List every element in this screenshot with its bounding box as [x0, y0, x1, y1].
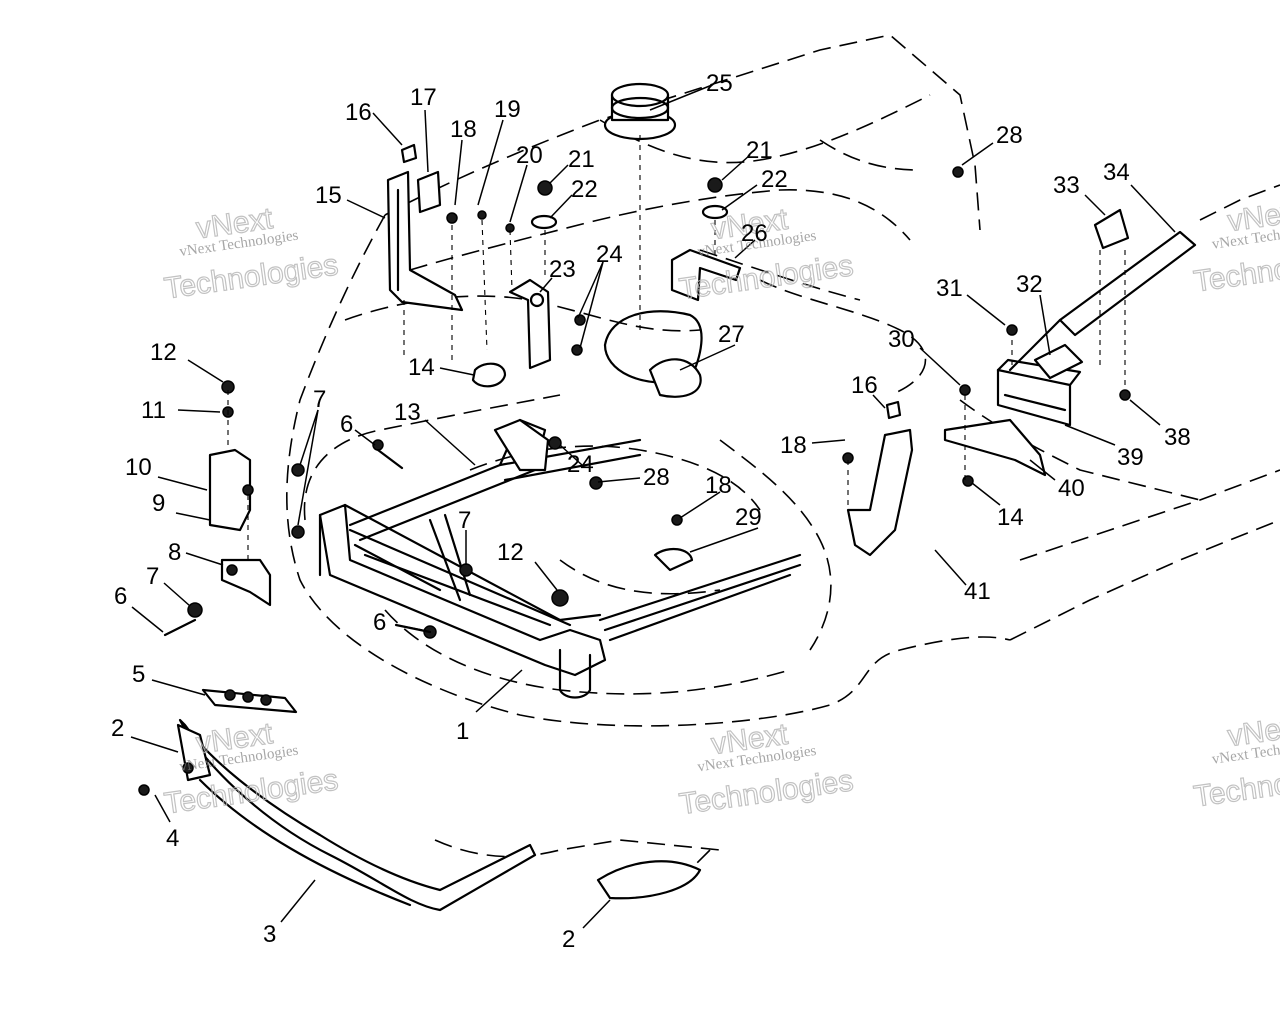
callout-29: 29 [735, 504, 762, 531]
callout-27: 27 [718, 321, 745, 348]
callout-12-mid: 12 [497, 539, 524, 566]
callout-21-right: 21 [746, 137, 773, 164]
bracket-part-29 [653, 547, 694, 572]
watermark-tech-tr: Technologies [1192, 241, 1280, 298]
callout-32: 32 [1016, 271, 1043, 298]
hinge-part-5 [201, 688, 298, 714]
callout-34: 34 [1103, 159, 1130, 186]
callout-12: 12 [150, 339, 177, 366]
callout-18-mid: 18 [705, 472, 732, 499]
callout-25: 25 [706, 70, 733, 97]
plate-part-40 [943, 418, 1047, 477]
upper-frame-part-13 [348, 418, 642, 627]
watermark-top-center: vNext vNext Technologies Technologies [677, 202, 856, 307]
callout-15: 15 [315, 182, 342, 209]
fuel-tank-neck [603, 310, 703, 398]
callout-22: 22 [571, 176, 598, 203]
callout-19: 19 [494, 96, 521, 123]
callout-21: 21 [568, 146, 595, 173]
callout-28-lower: 28 [643, 464, 670, 491]
watermark-top-right: vNext vNext Technologies Technologies [1191, 194, 1280, 299]
callout-23: 23 [549, 256, 576, 283]
callout-1: 1 [456, 718, 469, 745]
bumper-part-3 [178, 718, 537, 912]
callout-20: 20 [516, 142, 543, 169]
callout-10: 10 [125, 454, 152, 481]
callout-6: 6 [340, 411, 353, 438]
assembly-guides [227, 135, 1126, 560]
callout-4: 4 [166, 825, 179, 852]
callout-9: 9 [152, 490, 165, 517]
rail-part-34 [1008, 230, 1197, 372]
callout-33: 33 [1053, 172, 1080, 199]
callout-41: 41 [964, 578, 991, 605]
washer-part-16a [400, 143, 418, 164]
callout-14: 14 [408, 354, 435, 381]
callout-13: 13 [394, 399, 421, 426]
callout-8: 8 [168, 539, 181, 566]
callout-16-right: 16 [851, 372, 878, 399]
callout-16: 16 [345, 99, 372, 126]
pad-part-32 [1033, 343, 1084, 380]
callout-31: 31 [936, 275, 963, 302]
callout-11: 11 [141, 397, 166, 424]
callout-17: 17 [410, 84, 437, 111]
watermark-top-left: vNext vNext Technologies Technologies [162, 201, 341, 306]
washer-part-16b [885, 400, 902, 420]
callout-24: 24 [596, 241, 623, 268]
callout-7-mid: 7 [458, 507, 471, 534]
leader-lines [130, 84, 1176, 929]
callout-30: 30 [888, 326, 915, 353]
phantom-chassis-outline [286, 34, 1280, 881]
fuel-cap-part-25 [603, 82, 677, 141]
watermark-bottom-right: vNext vNext Technologies Technologies [1191, 709, 1280, 814]
callout-18: 18 [450, 116, 477, 143]
callout-5: 5 [132, 661, 145, 688]
callout-6-left: 6 [114, 583, 127, 610]
callout-14-right: 14 [997, 504, 1024, 531]
bracket-part-15 [386, 170, 464, 312]
end-cap-part-2b [596, 860, 702, 900]
callout-26: 26 [741, 220, 768, 247]
callout-28: 28 [996, 122, 1023, 149]
bracket-part-26 [670, 248, 742, 302]
watermark-bottom-center: vNext vNext Technologies Technologies [677, 717, 856, 822]
bracket-part-9-10 [208, 448, 272, 607]
callout-24-lower: 24 [567, 451, 594, 478]
plate-part-17 [416, 170, 442, 214]
callout-6-mid: 6 [373, 609, 386, 636]
bracket-part-23 [508, 278, 552, 370]
watermark-bottom-left: vNext vNext Technologies Technologies [162, 716, 341, 821]
front-frame-part-1 [318, 503, 802, 699]
callout-22-right: 22 [761, 166, 788, 193]
callout-7: 7 [313, 386, 326, 413]
clip-part-33 [1093, 208, 1130, 250]
rubber-bumper-part-14a [471, 362, 507, 388]
bracket-part-41 [846, 428, 914, 557]
callout-3: 3 [263, 921, 276, 948]
callout-2-lower: 2 [562, 926, 575, 953]
watermark-tech-br: Technologies [1192, 756, 1280, 813]
callout-40: 40 [1058, 475, 1085, 502]
callout-2: 2 [111, 715, 124, 742]
callout-18-right: 18 [780, 432, 807, 459]
callout-7-left: 7 [146, 563, 159, 590]
callout-39: 39 [1117, 444, 1144, 471]
callout-labels: 25 28 16 17 18 19 20 21 22 21 22 15 33 3… [111, 70, 1191, 953]
callout-38: 38 [1164, 424, 1191, 451]
